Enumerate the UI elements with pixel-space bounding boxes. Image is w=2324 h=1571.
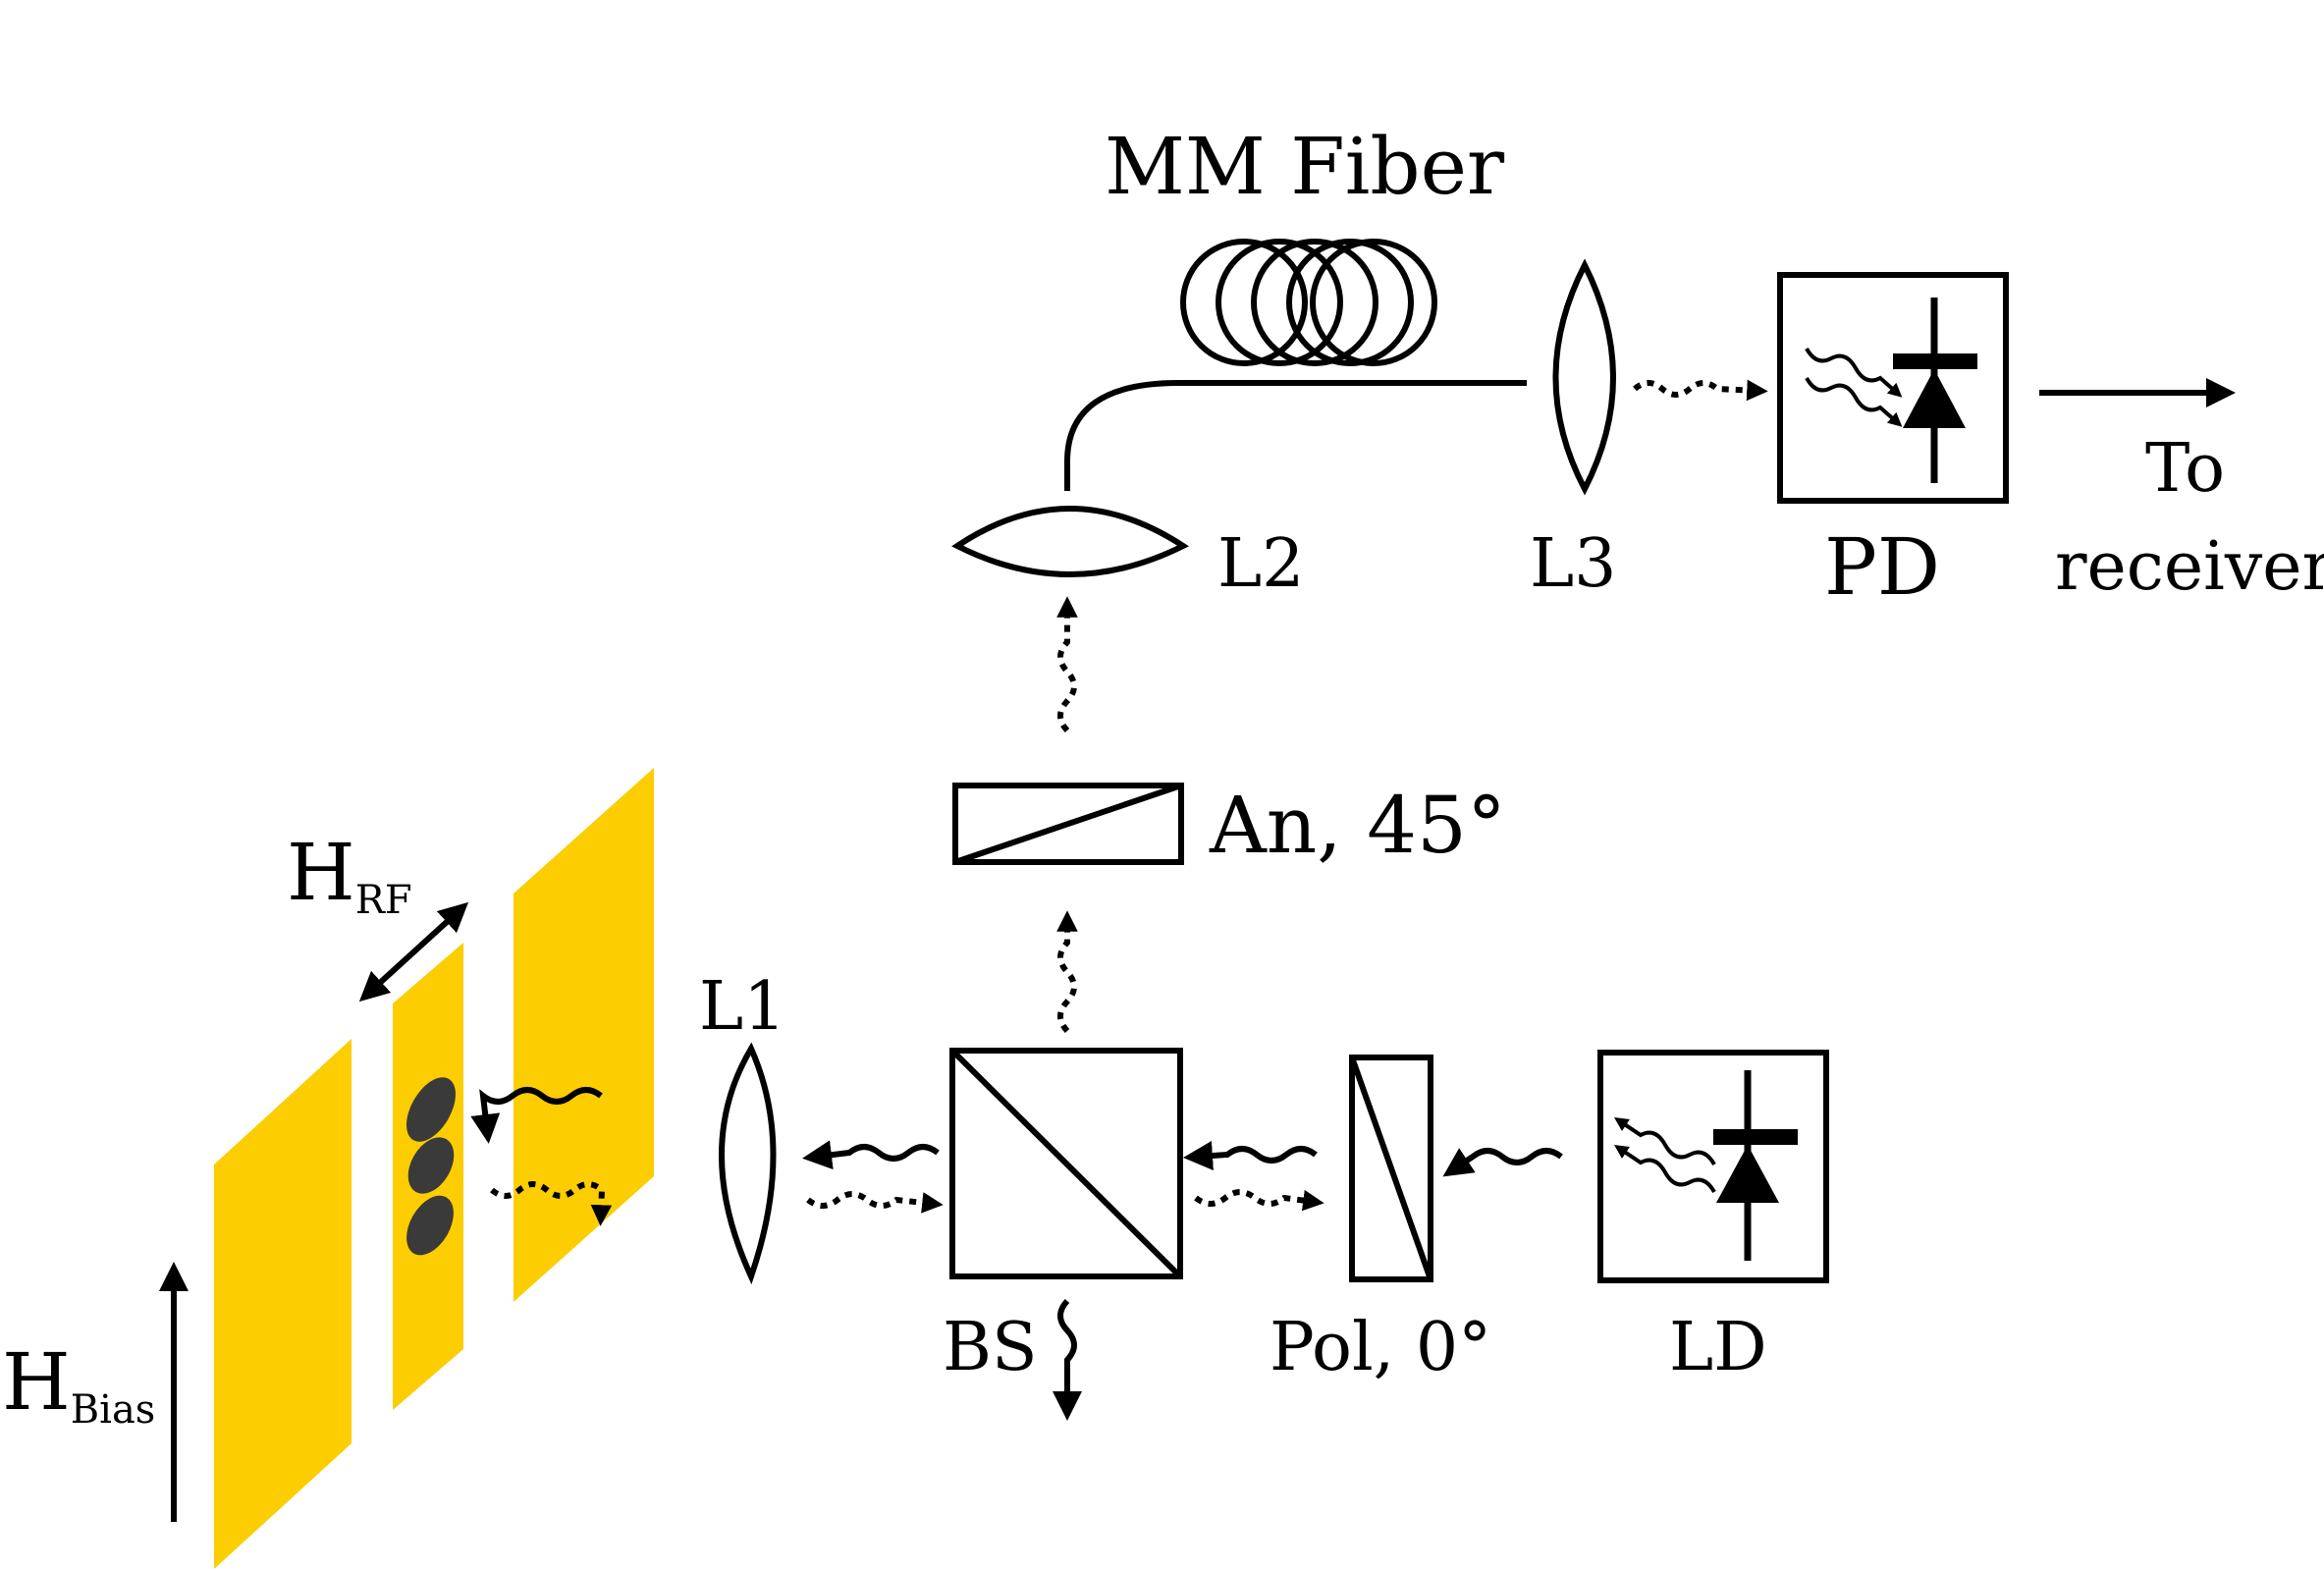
- ld-label: LD: [1669, 1309, 1767, 1386]
- mm-fiber: [1064, 239, 1527, 491]
- rf-field-arrow: [358, 901, 469, 1002]
- laser-beam: [1442, 1148, 1563, 1177]
- incident-beam-bs: [1183, 1141, 1318, 1170]
- magnetic-domain: [407, 1137, 455, 1194]
- pd-label: PD: [1824, 521, 1940, 613]
- photodiode-box: [1777, 272, 2009, 504]
- polarizer: [1349, 1055, 1433, 1282]
- incident-beam-sample: [470, 1087, 603, 1144]
- beam-bs-to-analyzer: [1056, 910, 1078, 1034]
- beam-splitter-diagonal: [949, 1048, 1183, 1279]
- analyzer-diagonal: [954, 783, 1182, 865]
- reflected-beam-bs: [1194, 1189, 1324, 1212]
- photodiode-icon: [1805, 298, 1977, 483]
- beam-analyzer-to-l2: [1056, 596, 1078, 733]
- strip-right: [513, 768, 654, 1302]
- reflected-beam-sample: [490, 1181, 613, 1226]
- laser-diode-box: [1597, 1050, 1829, 1283]
- bs-label: BS: [943, 1309, 1038, 1386]
- h-bias-label: HBias: [2, 1336, 155, 1433]
- beam-splitter: [949, 1048, 1183, 1279]
- mm-fiber-label: MM Fiber: [1105, 121, 1505, 212]
- analyzer: [952, 783, 1184, 865]
- lens-l2: [951, 506, 1190, 577]
- receiver-label: receiver: [2055, 528, 2324, 606]
- pol-label: Pol, 0°: [1270, 1309, 1491, 1386]
- incident-beam-l1: [802, 1140, 940, 1170]
- transmitted-beam-bs: [1053, 1298, 1082, 1421]
- an-label: An, 45°: [1209, 780, 1506, 871]
- reflected-beam-l1: [806, 1191, 944, 1214]
- lens-l1: [719, 1042, 777, 1285]
- l2-label: L2: [1217, 525, 1304, 603]
- strip-left: [214, 1039, 351, 1569]
- to-label: To: [2145, 430, 2225, 508]
- polarizer-diagonal: [1349, 1056, 1433, 1281]
- l1-label: L1: [699, 968, 785, 1046]
- laser-diode-icon: [1614, 1070, 1798, 1261]
- beam-l3-to-pd: [1633, 379, 1768, 402]
- magnetic-domain: [406, 1077, 456, 1142]
- h-rf-label: HRF: [287, 827, 412, 923]
- magnetic-domain: [406, 1195, 454, 1256]
- sample-stripline: [214, 768, 654, 1569]
- l3-label: L3: [1530, 525, 1616, 603]
- lens-l3: [1552, 258, 1616, 496]
